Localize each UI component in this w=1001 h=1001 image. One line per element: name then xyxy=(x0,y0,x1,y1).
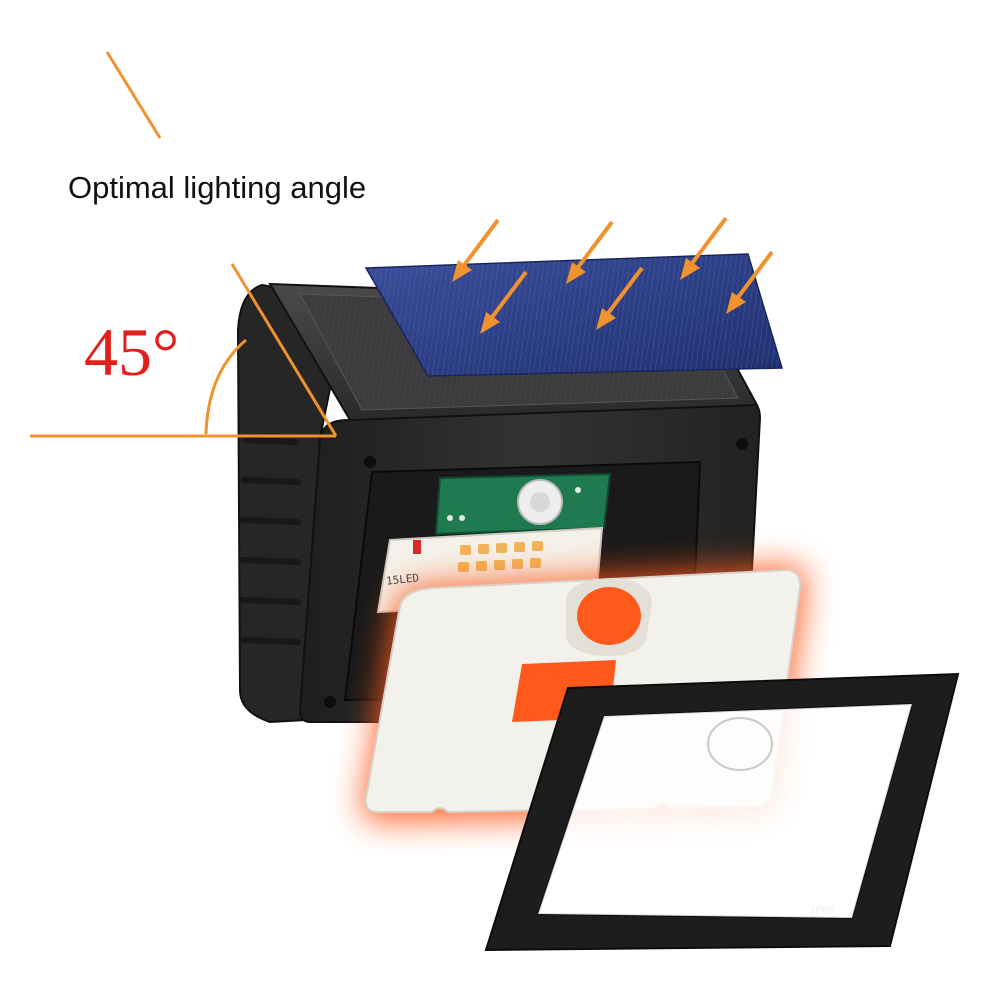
angle-guide-line-top xyxy=(105,51,162,139)
arrow-icon xyxy=(566,220,614,284)
sunlight-arrows xyxy=(452,216,774,334)
arrow-icon xyxy=(480,270,528,334)
angle-label: 45° xyxy=(84,314,180,390)
board-components xyxy=(447,487,581,521)
led-array xyxy=(458,541,543,572)
arrow-icon xyxy=(452,218,500,282)
arrow-icon xyxy=(726,250,774,314)
red-wire xyxy=(413,540,421,554)
angle-diagram xyxy=(30,263,338,438)
ip-rating-label: IP65 xyxy=(810,903,834,917)
solar-panel-cells xyxy=(366,254,782,376)
lamp-side-ribs xyxy=(240,437,301,645)
clear-lens xyxy=(538,704,912,918)
arrow-icon xyxy=(680,216,728,280)
arrow-icon xyxy=(596,266,644,330)
pir-sensor-lens xyxy=(530,492,550,512)
caption-text: Optimal lighting angle xyxy=(68,170,367,205)
angle-arc xyxy=(204,338,247,435)
sensor-window xyxy=(577,587,641,645)
lens-sensor-dome xyxy=(707,717,773,771)
screw-holes xyxy=(324,438,748,708)
lamp-side xyxy=(236,283,350,724)
tilt-line xyxy=(230,263,338,437)
